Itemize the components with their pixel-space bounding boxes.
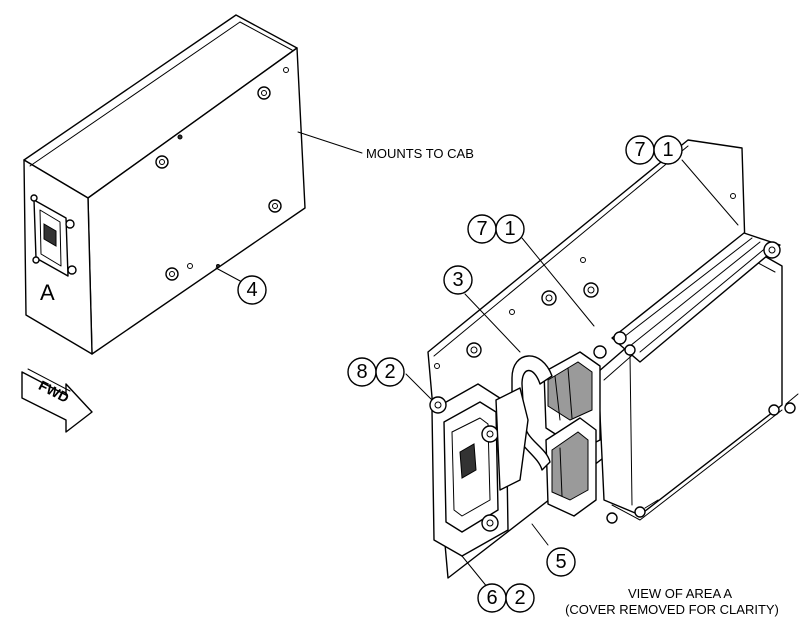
callout-6-2: 6 2 bbox=[477, 583, 535, 613]
callout-8-2: 8 2 bbox=[347, 357, 405, 387]
mounts-to-cab-leader bbox=[297, 131, 363, 154]
callout-1-top-number: 1 bbox=[662, 139, 673, 161]
callout-7-top-number: 7 bbox=[634, 139, 645, 161]
callout-2-left-number: 2 bbox=[384, 361, 395, 383]
callout-2-bottom-number: 2 bbox=[514, 587, 525, 609]
callout-3-number: 3 bbox=[452, 269, 463, 291]
callout-6-number: 6 bbox=[486, 587, 497, 609]
callout-7-1-top: 7 1 bbox=[625, 135, 683, 165]
callout-7-mid-number: 7 bbox=[476, 218, 487, 240]
area-letter: A bbox=[40, 280, 55, 305]
callout-5: 5 bbox=[546, 547, 576, 577]
callout-4: 4 bbox=[237, 275, 267, 305]
mounting-plate-assembly bbox=[427, 139, 799, 579]
callout-5-number: 5 bbox=[555, 551, 566, 573]
enclosure-box bbox=[23, 14, 306, 355]
view-title: VIEW OF AREA A bbox=[628, 586, 732, 601]
callout-8-number: 8 bbox=[356, 361, 367, 383]
mounts-to-cab-label: MOUNTS TO CAB bbox=[366, 146, 474, 161]
callout-7-1-middle: 7 1 bbox=[467, 214, 525, 244]
callout-1-mid-number: 1 bbox=[504, 218, 515, 240]
fwd-arrow: FWD bbox=[21, 368, 93, 433]
view-subtitle: (COVER REMOVED FOR CLARITY) bbox=[565, 602, 779, 617]
callout-4-number: 4 bbox=[246, 279, 257, 301]
callout-3: 3 bbox=[443, 265, 473, 295]
